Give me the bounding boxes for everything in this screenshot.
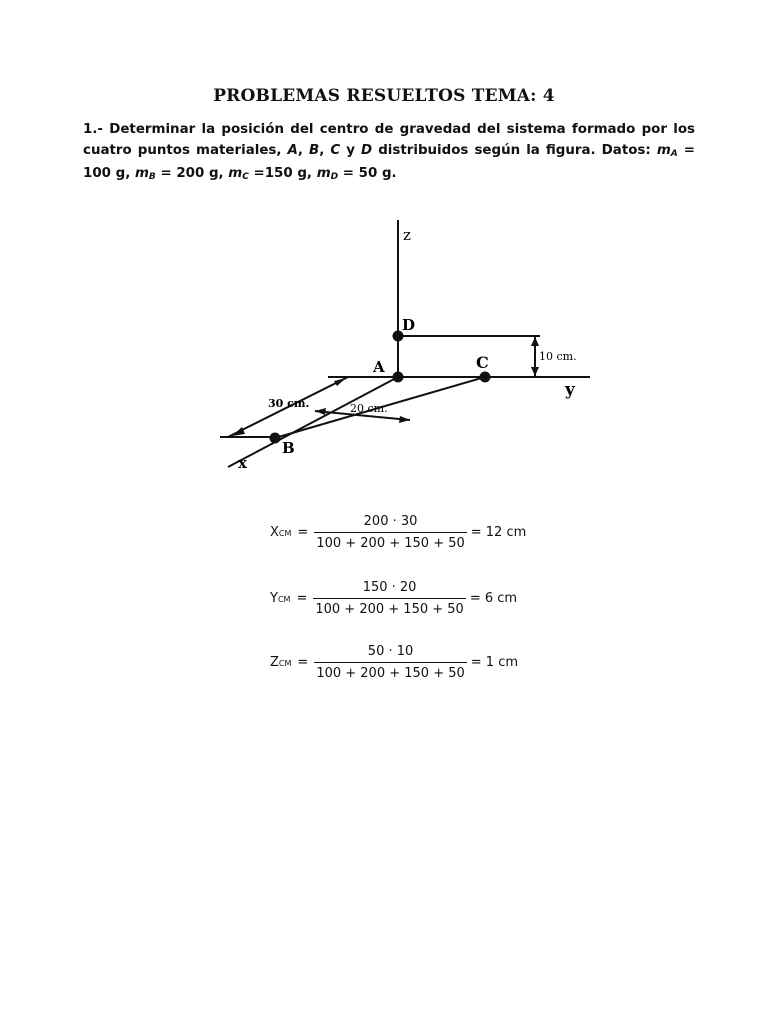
dim-30-arrow-start: [334, 378, 346, 386]
equation-subscript: CM: [278, 528, 292, 538]
dim-30-label: 30 cm.: [268, 397, 309, 410]
equation-variable: Z: [270, 654, 279, 670]
problem-number: 1.-: [83, 122, 103, 137]
mass-b-subscript: B: [148, 172, 156, 182]
page-title: PROBLEMAS RESUELTOS TEMA: 4: [213, 86, 555, 106]
fraction: 150 · 20 100 + 200 + 150 + 50: [313, 579, 466, 617]
fraction-denominator: 100 + 200 + 150 + 50: [314, 531, 467, 551]
point-c: [479, 371, 491, 383]
point-d-label: D: [361, 142, 373, 158]
dim-10-arrow-top: [531, 337, 539, 346]
equals-sign: =: [296, 590, 308, 606]
conjunction: y: [340, 142, 362, 158]
dim-20-label: 20 cm.: [350, 402, 388, 415]
point-c-label: C: [330, 142, 341, 158]
equation-subscript: CM: [278, 658, 292, 668]
x-axis-label: x: [238, 454, 248, 472]
problem-text-part2: distribuidos según la figura. Datos:: [372, 142, 657, 158]
y-axis-label: y: [564, 380, 576, 400]
point-b-fig-label: B: [282, 439, 295, 457]
fraction-numerator: 150 · 20: [362, 579, 417, 595]
equation-result: = 12 cm: [470, 524, 527, 540]
dim-10-label: 10 cm.: [539, 350, 577, 363]
equals-sign: =: [297, 654, 309, 670]
problem-text-part1: Determinar la posición del centro de gra…: [83, 122, 695, 158]
point-a: [392, 371, 404, 383]
separator: ,: [319, 142, 331, 158]
dim-20-line: [314, 410, 411, 421]
dim-30-line: [227, 376, 349, 438]
dim-30-arrow-end: [232, 427, 245, 436]
mass-a-symbol: m: [656, 142, 671, 158]
fraction-numerator: 50 · 10: [367, 643, 414, 659]
point-mass-figure: z y x A B C D 30 cm. 20 cm. 10 cm.: [220, 220, 590, 472]
point-b: [269, 432, 281, 444]
mass-c-value: =150 g,: [248, 166, 317, 181]
fraction-numerator: 200 · 30: [363, 513, 418, 529]
mass-d-symbol: m: [316, 166, 331, 181]
z-axis-label: z: [403, 226, 411, 244]
fraction-denominator: 100 + 200 + 150 + 50: [313, 597, 466, 617]
fraction-denominator: 100 + 200 + 150 + 50: [314, 661, 467, 681]
c-b-guide-line: [274, 376, 486, 439]
mass-b-value: = 200 g,: [155, 166, 229, 181]
equation-variable: Y: [270, 590, 278, 606]
equation-variable: X: [270, 524, 279, 540]
mass-c-subscript: C: [242, 172, 249, 182]
equation-subscript: CM: [277, 594, 291, 604]
mass-a-subscript: A: [670, 148, 678, 159]
point-a-label: A: [287, 142, 298, 158]
mass-d-value: = 50 g.: [338, 166, 397, 181]
dim-20-arrow-start: [315, 408, 326, 415]
problem-statement: 1.- Determinar la posición del centro de…: [83, 120, 695, 188]
equals-sign: =: [297, 524, 309, 540]
mass-c-symbol: m: [228, 166, 243, 181]
mass-b-symbol: m: [134, 166, 149, 181]
fraction: 50 · 10 100 + 200 + 150 + 50: [314, 643, 467, 681]
separator: ,: [297, 142, 310, 158]
fraction: 200 · 30 100 + 200 + 150 + 50: [314, 513, 467, 551]
dim-10-arrow-bottom: [531, 367, 539, 376]
equation-result: = 6 cm: [469, 590, 518, 606]
point-b-label: B: [309, 142, 320, 158]
point-d-fig-label: D: [402, 316, 415, 334]
equation-result: = 1 cm: [470, 654, 519, 670]
point-c-fig-label: C: [476, 353, 489, 372]
mass-a-value: = 100 g,: [83, 142, 695, 182]
dim-20-arrow-end: [399, 416, 410, 423]
mass-d-subscript: D: [330, 172, 339, 182]
x-axis: [227, 376, 399, 468]
point-a-fig-label: A: [372, 358, 385, 376]
point-d: [392, 330, 404, 342]
